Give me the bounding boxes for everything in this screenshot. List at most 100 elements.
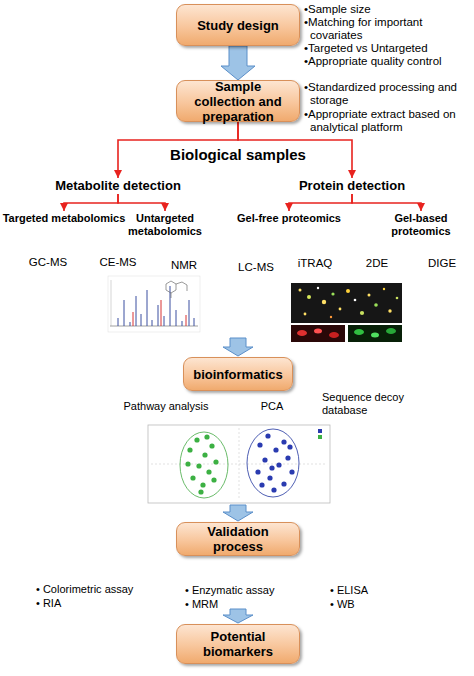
pca-scatter-plot: [148, 425, 330, 503]
gel-image: [330, 316, 332, 318]
node-text: Metabolite detection: [48, 179, 188, 194]
pca-scatter-plot: [265, 433, 270, 438]
pca-scatter-plot: [198, 489, 203, 494]
gel-image: [297, 330, 307, 336]
pca-scatter-plot: [281, 481, 286, 486]
bullet-note: •Sample size: [304, 3, 472, 16]
gel-image: [396, 297, 399, 300]
assay-bullet: • WB: [330, 598, 460, 611]
pca-scatter-plot: [187, 447, 192, 452]
gel-image: [329, 332, 339, 338]
node-text: Protein detection: [282, 179, 422, 194]
bullet-note: •Appropriate extract based on analytical…: [304, 108, 472, 134]
pca-scatter-plot: [211, 477, 216, 482]
technique-label: DIGE: [412, 257, 472, 270]
pca-scatter-plot: [206, 469, 211, 474]
node-text: Untargeted metabolomics: [125, 212, 205, 237]
pca-scatter-plot: [196, 463, 201, 468]
gel-image: [360, 311, 364, 315]
node-text: Sample collection and preparation: [183, 79, 293, 124]
branch-arrow: [118, 194, 165, 211]
technique-label: iTRAQ: [285, 257, 345, 270]
gel-image: [388, 309, 391, 312]
branch-arrow: [289, 194, 352, 211]
gel-image: [354, 299, 357, 302]
gel-image: [371, 333, 379, 338]
assay-bullet: • Enzymatic assay: [185, 584, 315, 597]
technique-label: GC-MS: [18, 256, 78, 269]
node-text: Gel-free proteomics: [229, 212, 349, 225]
pca-scatter-plot: [285, 455, 290, 460]
node-text: Targeted metabolomics: [0, 212, 128, 225]
node-text: Gel-based proteomics: [381, 212, 461, 237]
pca-scatter-plot: [267, 475, 272, 480]
gel-image: [354, 329, 364, 335]
analysis-label: Pathway analysis: [111, 400, 221, 413]
analysis-label: PCA: [247, 400, 297, 413]
bullet-note: •Standardized processing and storage: [304, 81, 472, 107]
method-type: Targeted metabolomics: [0, 212, 128, 225]
spectrum-illustration: [111, 280, 112, 326]
method-type: Untargeted metabolomics: [125, 212, 205, 237]
process-box: Sample collection and preparation: [176, 80, 300, 122]
pca-scatter-plot: [318, 429, 322, 433]
assay-bullet: • RIA: [36, 597, 166, 610]
gel-image: [368, 294, 371, 297]
gel-image: [331, 292, 334, 295]
gel-image: [383, 288, 385, 290]
branch-heading: Protein detection: [282, 179, 422, 194]
block-arrow: [223, 609, 253, 623]
gel-image: [374, 303, 378, 307]
pca-scatter-plot: [185, 461, 190, 466]
spectrum-illustration: [118, 286, 194, 326]
assay-bullet: • ELISA: [330, 584, 460, 597]
pca-scatter-plot: [271, 487, 276, 492]
technique-label: LC-MS: [226, 261, 286, 274]
pca-scatter-plot: [289, 469, 294, 474]
assay-bullet: • MRM: [185, 598, 315, 611]
pca-scatter-plot: [318, 435, 322, 439]
pca-scatter-plot: [200, 482, 205, 487]
spectrum-illustration: [108, 276, 200, 332]
pca-scatter-plot: [151, 464, 327, 465]
gel-image: [291, 325, 345, 342]
spectrum-illustration: [166, 281, 187, 298]
pca-scatter-plot: [255, 469, 260, 474]
node-text: Validation process: [183, 524, 293, 554]
gel-image: [314, 329, 322, 334]
bullet-note: •Appropriate quality control: [304, 55, 472, 68]
pca-scatter-plot: [209, 443, 214, 448]
block-arrow: [223, 505, 253, 521]
section-heading: Biological samples: [158, 146, 318, 163]
pca-scatter-plot: [202, 452, 207, 457]
spectrum-illustration: [108, 276, 200, 332]
pca-scatter-plot: [273, 447, 278, 452]
pca-scatter-plot: [148, 425, 330, 503]
technique-label: CE-MS: [88, 256, 148, 269]
assay-bullet: • Colorimetric assay: [36, 583, 166, 596]
pca-scatter-plot: [247, 429, 299, 497]
gel-image: [386, 328, 396, 334]
spectrum-illustration: [110, 326, 198, 327]
technique-label: NMR: [154, 259, 214, 272]
gel-image: [304, 313, 307, 316]
gel-image: [307, 295, 311, 299]
technique-label: 2DE: [347, 257, 407, 270]
pca-scatter-plot: [262, 457, 267, 462]
branch-heading: Metabolite detection: [48, 179, 188, 194]
spectrum-illustration: [133, 300, 186, 326]
process-box: Potential biomarkers: [176, 624, 300, 664]
pca-scatter-plot: [213, 459, 218, 464]
pca-scatter-plot: [204, 434, 209, 439]
method-type: Gel-based proteomics: [381, 212, 461, 237]
block-arrow: [223, 338, 253, 356]
gel-image: [291, 283, 402, 342]
process-box: Study design: [176, 4, 300, 46]
bullet-note: •Targeted vs Untargeted: [304, 42, 472, 55]
pca-scatter-plot: [194, 437, 199, 442]
gel-image: [322, 300, 326, 304]
process-box: Validation process: [176, 522, 300, 556]
pca-scatter-plot: [269, 465, 274, 470]
analysis-label: Sequence decoy database: [322, 391, 414, 417]
